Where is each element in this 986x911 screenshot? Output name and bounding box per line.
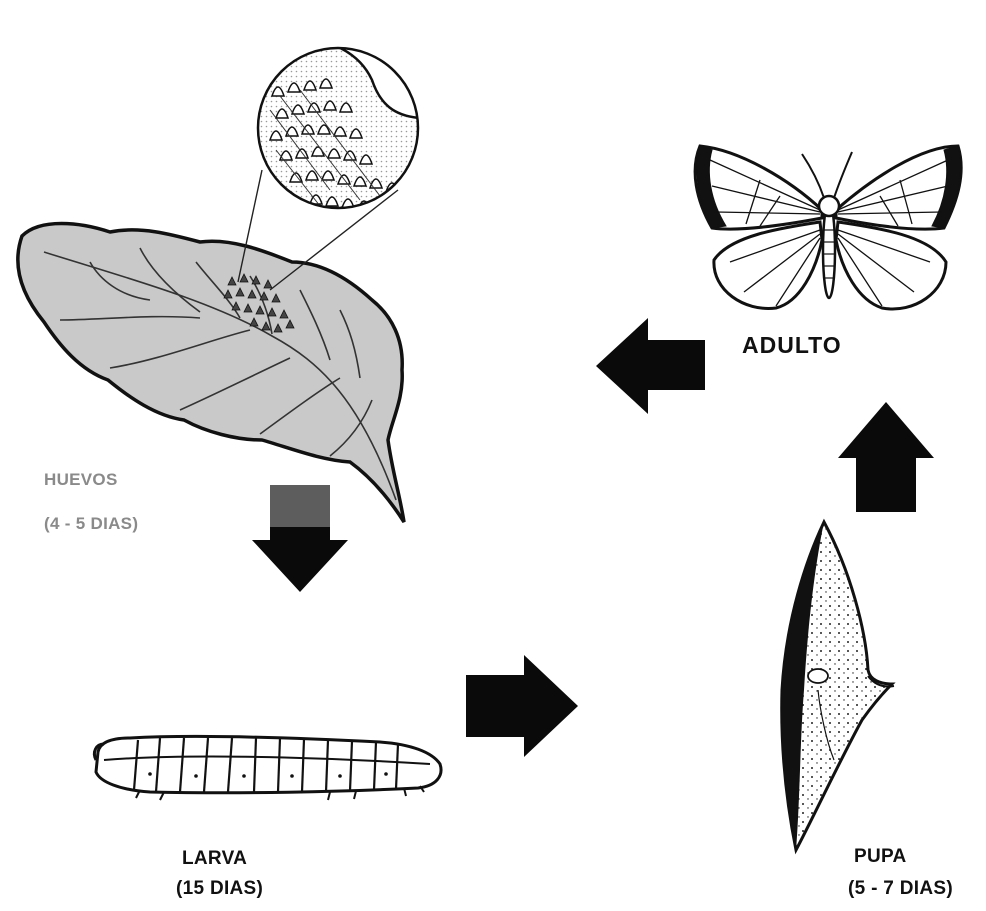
butterfly-illustration [695, 146, 961, 309]
arrow-tint-overlay [270, 485, 330, 527]
pupa-duration-label: (5 - 7 DIAS) [848, 878, 953, 900]
larva-stage-label: LARVA [182, 848, 247, 870]
eggs-stage-label: HUEVOS [44, 470, 118, 490]
eggs-duration-label: (4 - 5 DIAS) [44, 514, 138, 534]
larva-duration-label: (15 DIAS) [176, 878, 263, 900]
arrow-up-pupa-to-adult [838, 402, 934, 512]
pupa-illustration [782, 522, 894, 850]
adult-stage-label: ADULTO [742, 332, 842, 359]
arrow-left-adult-to-eggs [596, 318, 705, 414]
pupa-stage-label: PUPA [854, 846, 907, 868]
larva-illustration [94, 736, 441, 800]
arrow-right-larva-to-pupa [466, 655, 578, 757]
leaf-with-eggs-illustration [18, 39, 430, 522]
magnified-eggs-inset [258, 39, 430, 210]
